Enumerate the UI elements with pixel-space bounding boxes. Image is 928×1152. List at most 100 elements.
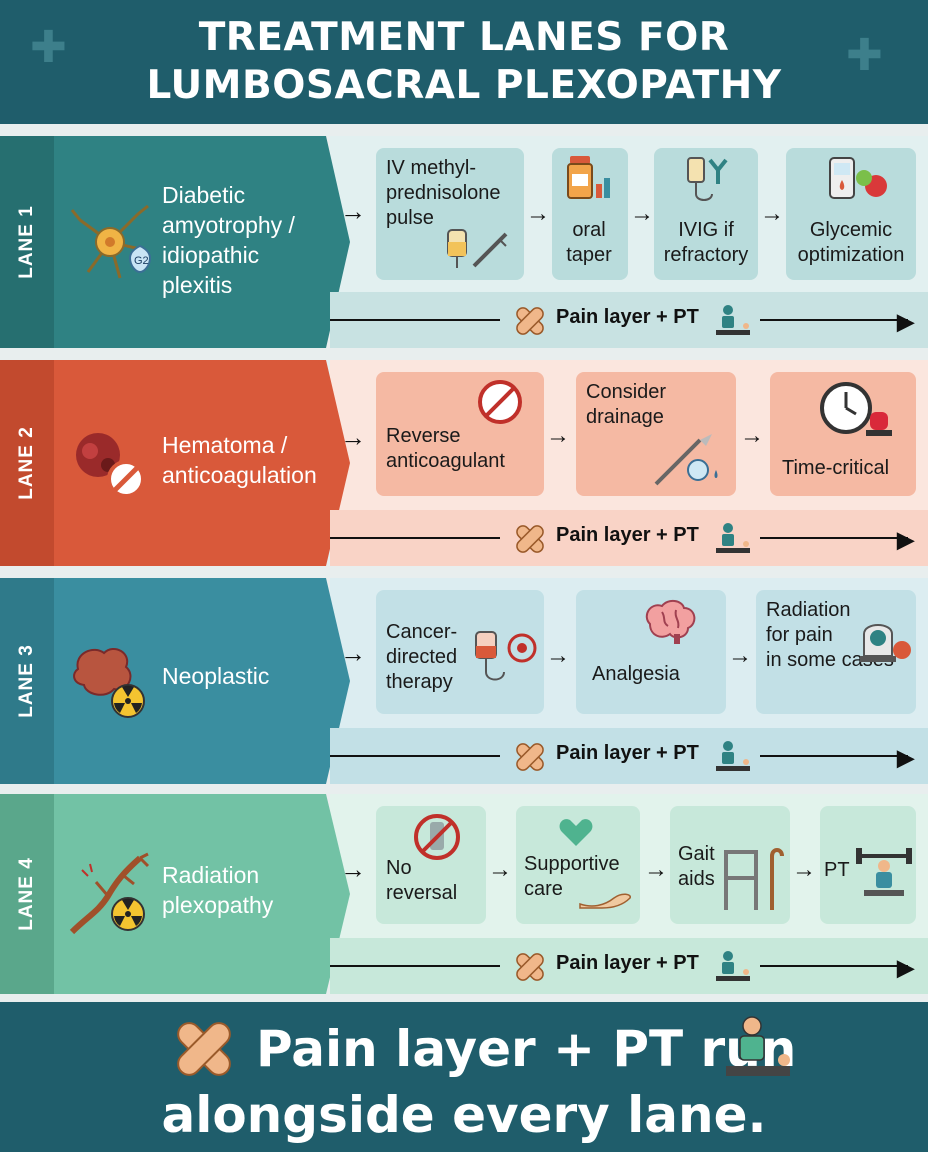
lane-3-step-1: Cancer- directed therapy: [376, 590, 544, 714]
step-text-line: IV methyl-: [386, 157, 477, 179]
lane-2-pain-band: Pain layer + PT ▶: [330, 510, 928, 566]
title-line-1: TREATMENT LANES FOR: [198, 15, 730, 60]
step-text: Glycemic optimization: [790, 218, 912, 268]
lane-3: LANE 3 Neoplastic → Cancer- directed the…: [0, 578, 928, 784]
lane-4-step-2: Supportive care: [516, 806, 640, 924]
neuron-icon: G2: [70, 204, 152, 279]
lane-4-step-4: PT: [820, 806, 916, 924]
medical-cross-icon: ✚: [846, 30, 883, 81]
lane-2-step-1: Reverse anticoagulant: [376, 372, 544, 496]
step-text-line: directed: [386, 646, 458, 668]
lane-label-line: Diabetic: [162, 182, 246, 208]
lane-4-pain-band: Pain layer + PT ▶: [330, 938, 928, 994]
bandage-icon: [516, 743, 544, 771]
step-text-line: Radiation: [766, 599, 851, 621]
step-text-line: No: [386, 857, 412, 879]
physical-therapy-icon: [716, 523, 750, 553]
step-text: IVIG if refractory: [658, 218, 754, 268]
lane-2-step-3: Time-critical: [770, 372, 916, 496]
lane-tab-label: LANE 3: [16, 644, 38, 718]
arrow-right-icon: →: [630, 200, 654, 227]
pain-arrow-line: [760, 537, 908, 539]
glucose-meter-icon: [829, 157, 887, 199]
lane-tab-label: LANE 1: [16, 205, 38, 279]
arrow-right-icon: →: [340, 196, 366, 226]
heart-icon: [559, 819, 593, 846]
lane-4-header: Radiation plexopathy: [54, 794, 350, 994]
arrow-right-icon: →: [340, 854, 366, 884]
lane-4-tab: LANE 4: [0, 794, 54, 994]
lane-3-step-2: Analgesia: [576, 590, 726, 714]
lane-3-tab: LANE 3: [0, 578, 54, 784]
tumor-icon: [73, 648, 145, 718]
lane-4-label: Radiation plexopathy: [162, 860, 322, 920]
physical-therapy-icon: [716, 951, 750, 981]
pill-bottle-icon: [567, 156, 610, 199]
step-text-line: taper: [566, 244, 612, 266]
step-text-line: Consider: [586, 381, 667, 403]
pain-arrow-line: [330, 755, 500, 757]
step-text-line: Supportive: [524, 853, 620, 875]
lane-2-tab: LANE 2: [0, 360, 54, 566]
step-text-line: Cancer-: [386, 621, 458, 643]
damaged-nerve-icon: [69, 852, 150, 935]
lane-label-line: Radiation: [162, 862, 260, 888]
lane-tab-label: LANE 2: [16, 426, 38, 500]
step-text-line: oral: [572, 219, 606, 241]
lane-1: LANE 1 G2 Diabetic amyotrophy / idiopath…: [0, 136, 928, 348]
step-text-line: Analgesia: [592, 663, 680, 685]
lane-1-step-3: IVIG if refractory: [654, 148, 758, 280]
walker-icon: [724, 848, 784, 910]
step-text-line: therapy: [386, 671, 453, 693]
step-text: No reversal: [386, 856, 457, 906]
bandage-icon: [177, 1022, 231, 1076]
scanner-icon: [860, 624, 911, 662]
target-icon: [475, 631, 537, 681]
footer-line-1: Pain layer + PT run: [256, 1020, 797, 1078]
step-text-line: Reverse: [386, 425, 461, 447]
exercise-icon: [856, 848, 912, 896]
arrow-right-icon: ▶: [897, 955, 914, 980]
step-text-line: anticoagulant: [386, 450, 505, 472]
physical-therapy-icon: [726, 1016, 790, 1076]
bandage-icon: [516, 307, 544, 335]
arrow-right-icon: →: [644, 856, 668, 883]
lane-1-step-2: oral taper: [552, 148, 628, 280]
pain-layer-label: Pain layer + PT: [556, 952, 699, 974]
arrow-right-icon: →: [340, 422, 366, 452]
step-text-line: reversal: [386, 882, 458, 904]
arrow-right-icon: →: [546, 422, 570, 449]
blood-clot-icon: [76, 433, 145, 498]
step-text: oral taper: [564, 218, 614, 268]
lane-label-line: idiopathic: [162, 242, 260, 268]
no-entry-icon: [414, 814, 460, 860]
hand-icon: [579, 893, 631, 909]
lane-label-line: plexopathy: [162, 892, 274, 918]
step-text: Supportive care: [524, 852, 620, 902]
physical-therapy-icon: [716, 741, 750, 771]
lane-label-line: plexitis: [162, 272, 233, 298]
medical-cross-icon: ✚: [30, 22, 67, 73]
step-text-line: drainage: [586, 406, 664, 428]
clock-icon: [820, 382, 892, 436]
pain-arrow-line: [760, 319, 908, 321]
arrow-right-icon: →: [488, 856, 512, 883]
pain-layer-label: Pain layer + PT: [556, 742, 699, 764]
pain-arrow-line: [330, 965, 500, 967]
lane-1-header: G2 Diabetic amyotrophy / idiopathic plex…: [54, 136, 350, 348]
step-text-line: prednisolone: [386, 182, 501, 204]
lane-3-pain-band: Pain layer + PT ▶: [330, 728, 928, 784]
arrow-right-icon: →: [740, 422, 764, 449]
lane-3-step-3: Radiation for pain in some cases: [756, 590, 916, 714]
lane-1-step-4: Glycemic optimization: [786, 148, 916, 280]
brain-icon: [645, 600, 696, 644]
step-text-line: care: [524, 878, 563, 900]
step-text-line: optimization: [797, 244, 905, 266]
step-text-line: PT: [824, 859, 850, 881]
pain-arrow-line: [760, 965, 908, 967]
pain-arrow-line: [330, 537, 500, 539]
lane-4-step-3: Gait aids: [670, 806, 790, 924]
lane-2-header: Hematoma / anticoagulation: [54, 360, 350, 566]
arrow-right-icon: →: [340, 638, 366, 668]
lane-4-step-1: No reversal: [376, 806, 486, 924]
